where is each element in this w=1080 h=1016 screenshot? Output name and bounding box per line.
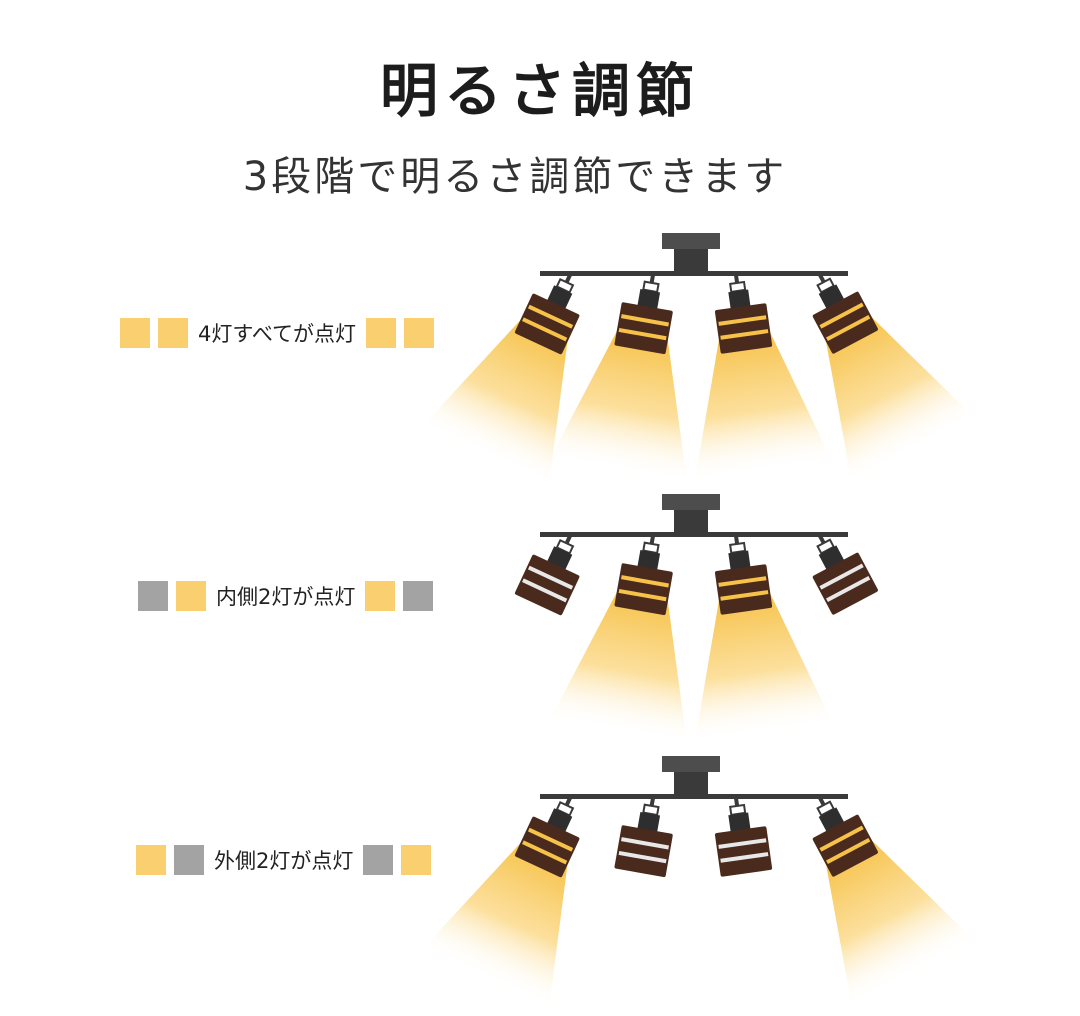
mode-inner-lit: 内側2灯が点灯 [0,486,1080,746]
lamp-shade [714,303,773,354]
indicator-square [138,581,168,611]
canopy-plate [662,756,720,772]
spotlight-off [614,797,673,878]
lamp-shade [714,826,773,877]
page-subtitle: 3段階で明るさ調節できます [242,154,788,200]
canopy-base [674,510,708,534]
spotlight-on [422,797,580,1009]
spotlight-on [694,535,834,744]
indicator-square [120,318,150,348]
indicator-square [158,318,188,348]
light-beam [694,593,834,744]
mode-label: 外側2灯が点灯 [214,849,354,873]
indicator-square [174,845,204,875]
spotlight-off [514,535,580,616]
indicator-square [366,318,397,348]
fixture-bar [540,532,848,537]
light-beam [422,320,568,486]
light-beam [422,843,568,1009]
indicator-square [176,581,206,611]
canopy-plate [662,494,720,510]
lamp-shade [714,564,773,615]
ceiling-light-illustration [514,494,878,746]
light-beam [549,592,688,746]
ceiling-light-illustration [422,233,976,486]
mode-label: 4灯すべてが点灯 [198,322,357,346]
mode-label-row: 内側2灯が点灯 [134,580,437,612]
indicator-square [365,581,396,611]
light-beam [694,332,834,483]
fixture-bar [540,794,848,799]
spotlight-off [714,797,773,877]
ceiling-light-illustration [422,756,976,1009]
indicator-square [403,581,434,611]
indicator-square [404,318,435,348]
indicator-square [401,845,432,875]
indicator-square [136,845,166,875]
lamp-shade [614,563,673,616]
page-title: 明るさ調節 [379,57,700,125]
spotlight-on [422,274,580,486]
canopy-base [674,249,708,273]
light-beam [826,317,976,485]
mode-all-lit: 4灯すべてが点灯 [0,225,1080,486]
lamp-shade [812,552,878,615]
lamp-shade [614,302,673,355]
spotlight-on [812,797,976,1008]
spotlight-on [694,274,834,483]
spotlight-off [812,535,878,615]
light-beam [826,840,976,1008]
canopy-base [674,772,708,796]
spotlight-on [549,535,688,746]
spotlight-on [549,274,688,485]
canopy-plate [662,233,720,249]
mode-outer-lit: 外側2灯が点灯 [0,748,1080,1009]
fixture-bar [540,271,848,276]
mode-label-row: 外側2灯が点灯 [132,844,435,876]
spotlight-on [812,274,976,485]
mode-label-row: 4灯すべてが点灯 [116,317,438,349]
indicator-square [363,845,394,875]
light-beam [549,331,688,485]
lamp-shade [614,825,673,878]
mode-label: 内側2灯が点灯 [216,585,356,609]
